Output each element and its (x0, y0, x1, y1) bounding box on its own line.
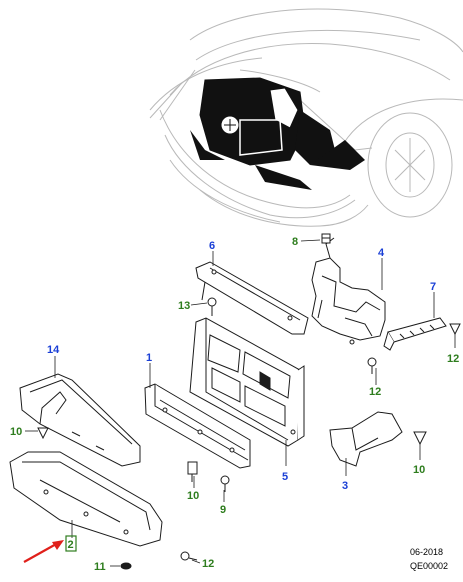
callout-10-mid: 10 (187, 490, 199, 502)
fastener-12-bottom (180, 551, 198, 561)
footer-code: QE00002 (410, 561, 449, 571)
callout-12-right: 12 (447, 353, 459, 365)
callout-9: 9 (220, 504, 226, 516)
callout-10-left: 10 (10, 426, 22, 438)
fastener-11 (120, 562, 132, 570)
vehicle-front-illustration (149, 8, 463, 227)
callout-14: 14 (47, 344, 60, 356)
callout-2-highlighted[interactable]: 2 (65, 535, 77, 552)
callout-1: 1 (146, 352, 152, 364)
callout-8: 8 (292, 236, 298, 248)
part-4-side-air-guide[interactable] (311, 237, 386, 345)
callout-11: 11 (94, 561, 106, 573)
fastener-12-mid (367, 357, 377, 374)
callout-12-bottom: 12 (202, 558, 214, 570)
fastener-10-mid (187, 461, 198, 482)
callout-5: 5 (282, 471, 288, 483)
callout-numbers: 6 8 4 13 7 12 14 1 12 10 5 3 10 10 9 11 … (10, 236, 459, 573)
callout-10-right: 10 (413, 464, 425, 476)
fastener-12-right (449, 323, 461, 336)
part-3-side-bracket[interactable] (329, 411, 403, 467)
svg-text:2: 2 (68, 539, 74, 551)
part-1-lower-shield[interactable] (144, 383, 251, 469)
callout-6: 6 (209, 240, 215, 252)
callout-7: 7 (430, 281, 436, 293)
callout-12-mid: 12 (369, 386, 381, 398)
fasteners (37, 233, 461, 570)
callout-3: 3 (342, 480, 348, 492)
part-5-radiator-support-frame[interactable] (189, 317, 305, 447)
callout-4: 4 (378, 247, 385, 259)
fastener-8 (321, 233, 331, 244)
fastener-10-left (37, 427, 49, 440)
fastener-10-right (413, 431, 427, 446)
callout-13: 13 (178, 300, 190, 312)
fastener-13 (207, 297, 217, 316)
installed-assembly-silhouette (190, 77, 365, 190)
part-14-air-duct[interactable] (19, 373, 141, 467)
leader-lines (25, 239, 456, 567)
part-7-lower-deflector[interactable] (383, 317, 447, 351)
red-pointer-arrow (23, 540, 64, 563)
part-2-undertray[interactable] (9, 451, 163, 547)
part-6-upper-crossmember[interactable] (195, 261, 309, 335)
fastener-9 (220, 475, 230, 492)
footer-date: 06-2018 (410, 547, 444, 557)
